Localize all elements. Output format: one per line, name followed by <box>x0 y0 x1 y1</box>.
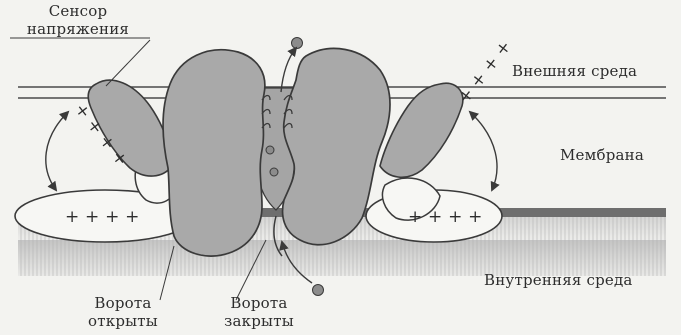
gate-closed-label-line2: закрыты <box>206 312 312 330</box>
voltage-sensor-label-line2: напряжения <box>8 20 148 38</box>
ion-in-pore <box>266 146 274 154</box>
inner-medium-label: Внутренняя среда <box>484 271 633 289</box>
right-pad-charges: + + + + <box>408 208 483 226</box>
left-sensor-motion-arrow <box>46 112 68 190</box>
right-sensor-motion-arrow <box>470 112 497 190</box>
gate-closed-label-line1: Ворота <box>206 294 312 312</box>
sensor-leader <box>106 40 150 86</box>
ion-in-pore-2 <box>270 168 278 176</box>
outer-medium-label: Внешняя среда <box>512 62 637 80</box>
left-pad-charges: + + + + <box>65 208 140 226</box>
voltage-sensor-label: Сенсор напряжения <box>8 2 148 38</box>
ion-exiting <box>292 38 303 49</box>
voltage-sensor-label-line1: Сенсор <box>8 2 148 20</box>
gate-open-label-line1: Ворота <box>68 294 178 312</box>
left-subunit <box>163 50 265 256</box>
membrane-label: Мембрана <box>560 146 644 164</box>
gate-closed-label: Ворота закрыты <box>206 294 312 330</box>
gate-open-label: Ворота открыты <box>68 294 178 330</box>
ion-entering <box>313 285 324 296</box>
gate-open-label-line2: открыты <box>68 312 178 330</box>
